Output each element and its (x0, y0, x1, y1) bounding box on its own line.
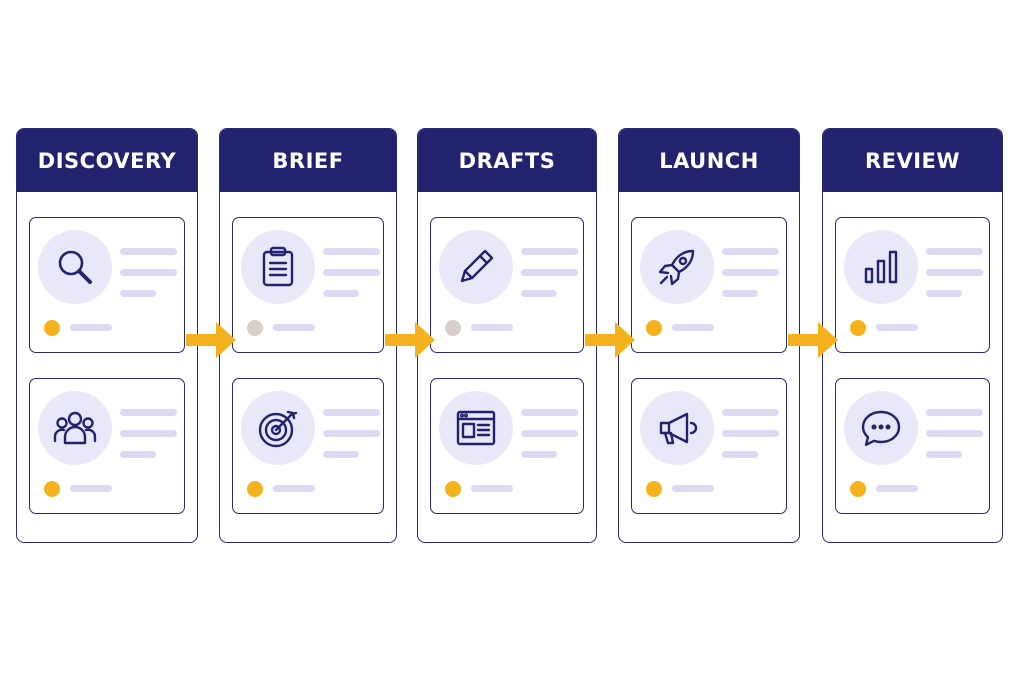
text-placeholder-line (323, 409, 380, 416)
text-placeholder-line (521, 290, 557, 297)
megaphone-icon (640, 391, 714, 465)
text-placeholder-line (120, 269, 177, 276)
stage-card (29, 378, 185, 514)
text-placeholder-line (722, 430, 779, 437)
text-placeholder-line (926, 248, 983, 255)
status-dot (850, 481, 866, 497)
text-placeholder-line (926, 290, 962, 297)
flow-arrow-icon (585, 322, 635, 358)
text-placeholder-line (521, 409, 578, 416)
text-placeholder-line (722, 269, 779, 276)
status-placeholder-line (273, 324, 315, 331)
stage-title: DRAFTS (418, 129, 596, 192)
text-placeholder-line (323, 269, 380, 276)
status-placeholder-line (70, 324, 112, 331)
flow-arrow-icon (186, 322, 236, 358)
status-dot (646, 481, 662, 497)
status-placeholder-line (273, 485, 315, 492)
status-dot (850, 320, 866, 336)
text-placeholder-line (120, 248, 177, 255)
stage-title: LAUNCH (619, 129, 799, 192)
status-dot (44, 320, 60, 336)
text-placeholder-line (926, 451, 962, 458)
status-placeholder-line (672, 324, 714, 331)
text-placeholder-line (722, 248, 779, 255)
stage-column-review: REVIEW (822, 128, 1003, 543)
text-placeholder-line (722, 451, 758, 458)
stage-column-drafts: DRAFTS (417, 128, 597, 543)
magnifier-icon (38, 230, 112, 304)
rocket-icon (640, 230, 714, 304)
chat-bubble-icon (844, 391, 918, 465)
text-placeholder-line (926, 430, 983, 437)
text-placeholder-line (120, 451, 156, 458)
text-placeholder-line (120, 290, 156, 297)
stage-column-brief: BRIEF (219, 128, 397, 543)
text-placeholder-line (323, 248, 380, 255)
status-placeholder-line (876, 485, 918, 492)
status-dot (646, 320, 662, 336)
clipboard-icon (241, 230, 315, 304)
stage-column-launch: LAUNCH (618, 128, 800, 543)
status-placeholder-line (471, 485, 513, 492)
bar-chart-icon (844, 230, 918, 304)
stage-card (835, 378, 990, 514)
text-placeholder-line (926, 269, 983, 276)
text-placeholder-line (521, 430, 578, 437)
stage-title: REVIEW (823, 129, 1002, 192)
pencil-icon (439, 230, 513, 304)
stage-card (835, 217, 990, 353)
stage-title: DISCOVERY (17, 129, 197, 192)
status-dot (247, 481, 263, 497)
status-placeholder-line (70, 485, 112, 492)
text-placeholder-line (722, 290, 758, 297)
stage-card (430, 217, 584, 353)
status-dot (445, 320, 461, 336)
flow-arrow-icon (788, 322, 838, 358)
text-placeholder-line (120, 430, 177, 437)
status-placeholder-line (471, 324, 513, 331)
text-placeholder-line (521, 269, 578, 276)
status-dot (247, 320, 263, 336)
status-placeholder-line (876, 324, 918, 331)
stage-card (430, 378, 584, 514)
status-dot (445, 481, 461, 497)
stage-card (631, 217, 787, 353)
users-group-icon (38, 391, 112, 465)
target-icon (241, 391, 315, 465)
stage-card (232, 217, 384, 353)
text-placeholder-line (323, 430, 380, 437)
text-placeholder-line (323, 451, 359, 458)
stage-card (631, 378, 787, 514)
text-placeholder-line (521, 451, 557, 458)
text-placeholder-line (323, 290, 359, 297)
browser-window-icon (439, 391, 513, 465)
text-placeholder-line (120, 409, 177, 416)
text-placeholder-line (926, 409, 983, 416)
stage-card (29, 217, 185, 353)
status-placeholder-line (672, 485, 714, 492)
text-placeholder-line (722, 409, 779, 416)
flow-arrow-icon (385, 322, 435, 358)
text-placeholder-line (521, 248, 578, 255)
stage-title: BRIEF (220, 129, 396, 192)
status-dot (44, 481, 60, 497)
stage-card (232, 378, 384, 514)
stage-column-discovery: DISCOVERY (16, 128, 198, 543)
